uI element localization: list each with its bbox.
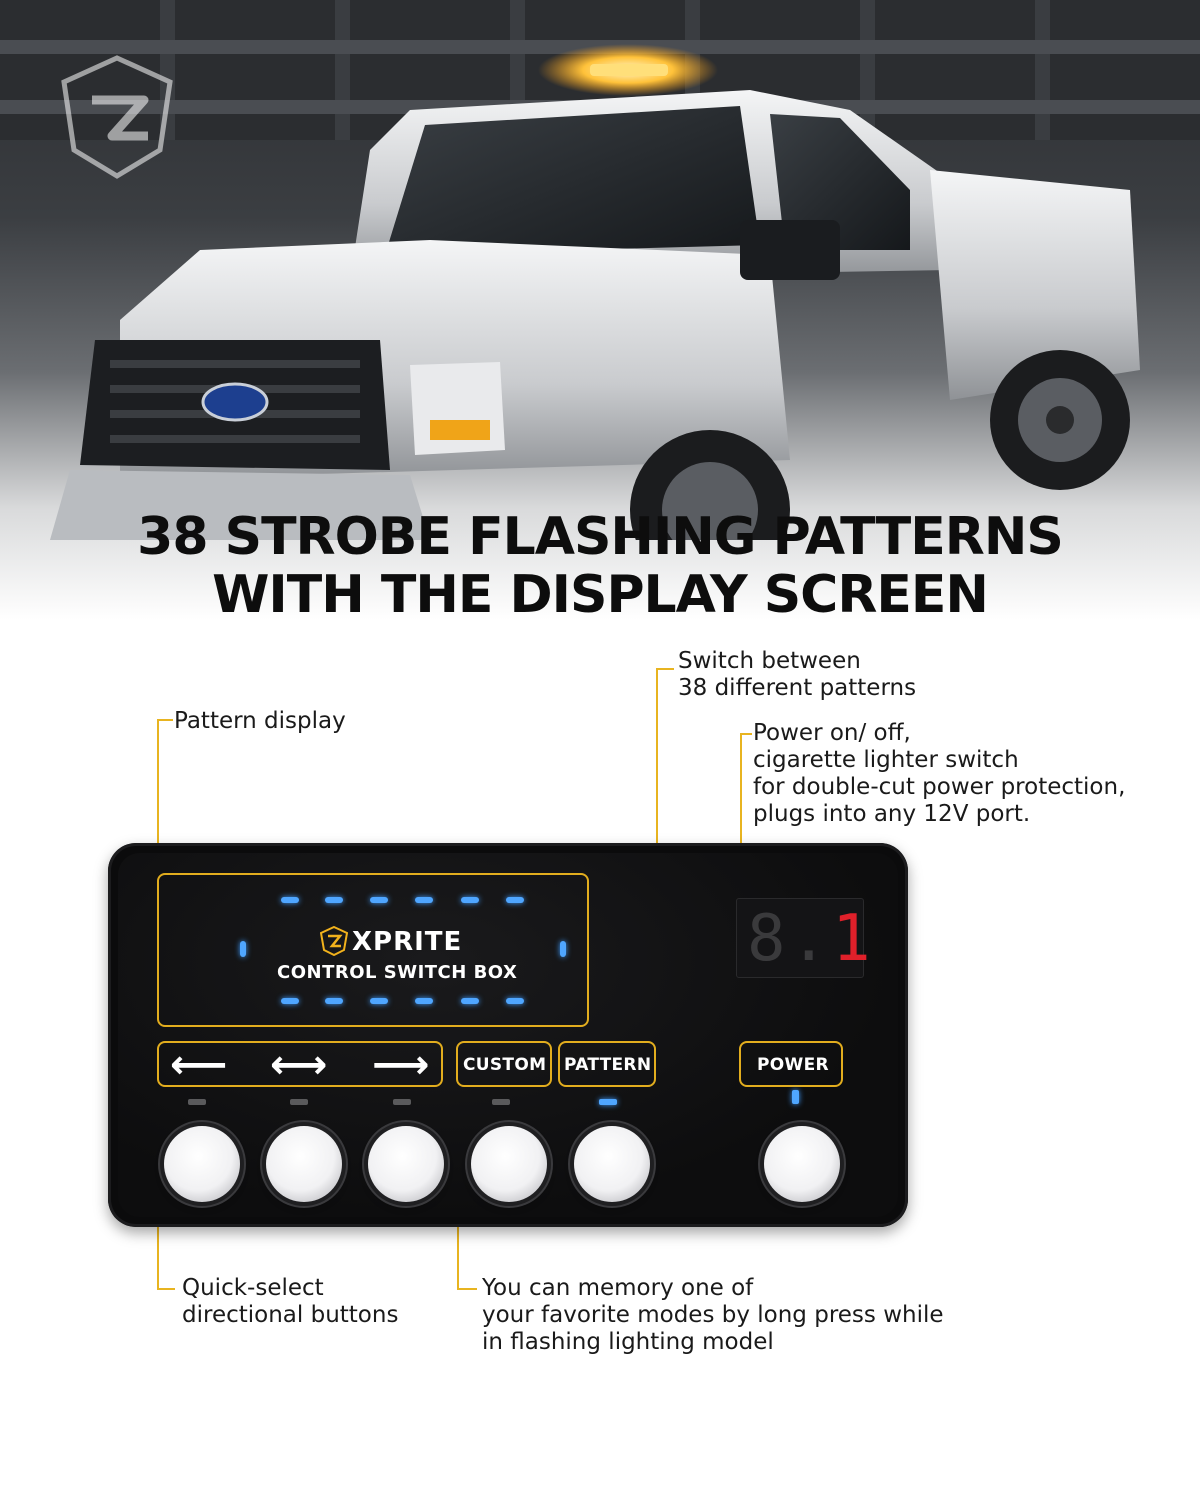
pattern-led (370, 998, 388, 1004)
arrow-right-icon: ⟶ (372, 1042, 430, 1088)
hero-photo (0, 0, 1200, 620)
pattern-led (415, 897, 433, 903)
pattern-led (281, 897, 299, 903)
callout-pattern-display: Pattern display (174, 708, 346, 734)
pattern-led (506, 897, 524, 903)
headline: 38 STROBE FLASHING PATTERNS WITH THE DIS… (0, 508, 1200, 624)
pattern-led-side (240, 941, 246, 957)
pattern-led (415, 998, 433, 1004)
status-led-pattern (599, 1099, 617, 1105)
pattern-led (325, 897, 343, 903)
leader-pattern-display (157, 719, 173, 875)
display-lit-digit: 1 (832, 902, 875, 976)
power-label: POWER (757, 1055, 829, 1075)
display-dim-digits: 8. (747, 902, 833, 976)
custom-button[interactable] (471, 1126, 547, 1202)
headline-line-1: 38 STROBE FLASHING PATTERNS (137, 507, 1064, 567)
pattern-label-highlight (558, 1041, 656, 1087)
pattern-led (370, 897, 388, 903)
brand-name: XPRITE (352, 927, 463, 957)
pickup-truck-image (50, 44, 1140, 540)
callout-memory: You can memory one of your favorite mode… (482, 1275, 944, 1355)
status-led-left (188, 1099, 206, 1105)
xprite-shield-logo-icon (61, 55, 173, 179)
status-led-right (393, 1099, 411, 1105)
both-direction-button[interactable] (266, 1126, 342, 1202)
arrow-left-icon: ⟵ (170, 1042, 228, 1088)
pattern-led (506, 998, 524, 1004)
pattern-led (461, 998, 479, 1004)
status-led-custom (492, 1099, 510, 1105)
callout-quick-select: Quick-select directional buttons (182, 1275, 399, 1328)
power-button[interactable] (764, 1126, 840, 1202)
pattern-led (325, 998, 343, 1004)
right-direction-button[interactable] (368, 1126, 444, 1202)
custom-label: CUSTOM (463, 1055, 547, 1075)
callout-power: Power on/ off, cigarette lighter switch … (753, 720, 1126, 827)
xprite-logo-icon (320, 926, 348, 956)
pattern-label: PATTERN (564, 1055, 652, 1075)
headline-line-2: WITH THE DISPLAY SCREEN (212, 565, 989, 625)
pattern-led (281, 998, 299, 1004)
pattern-button[interactable] (574, 1126, 650, 1202)
status-led-both (290, 1099, 308, 1105)
brand-subtitle: CONTROL SWITCH BOX (277, 962, 518, 983)
direction-buttons-highlight (157, 1041, 443, 1087)
power-label-highlight (739, 1041, 843, 1087)
callout-switch-patterns: Switch between 38 different patterns (678, 648, 917, 701)
pattern-number-display: 8.1 (736, 898, 871, 978)
custom-label-highlight (456, 1041, 552, 1087)
left-direction-button[interactable] (164, 1126, 240, 1202)
pattern-led-side (560, 941, 566, 957)
pattern-display-highlight (157, 873, 589, 1027)
pattern-led (461, 897, 479, 903)
arrow-both-icon: ⟷ (270, 1042, 328, 1088)
status-led-power (792, 1090, 799, 1104)
